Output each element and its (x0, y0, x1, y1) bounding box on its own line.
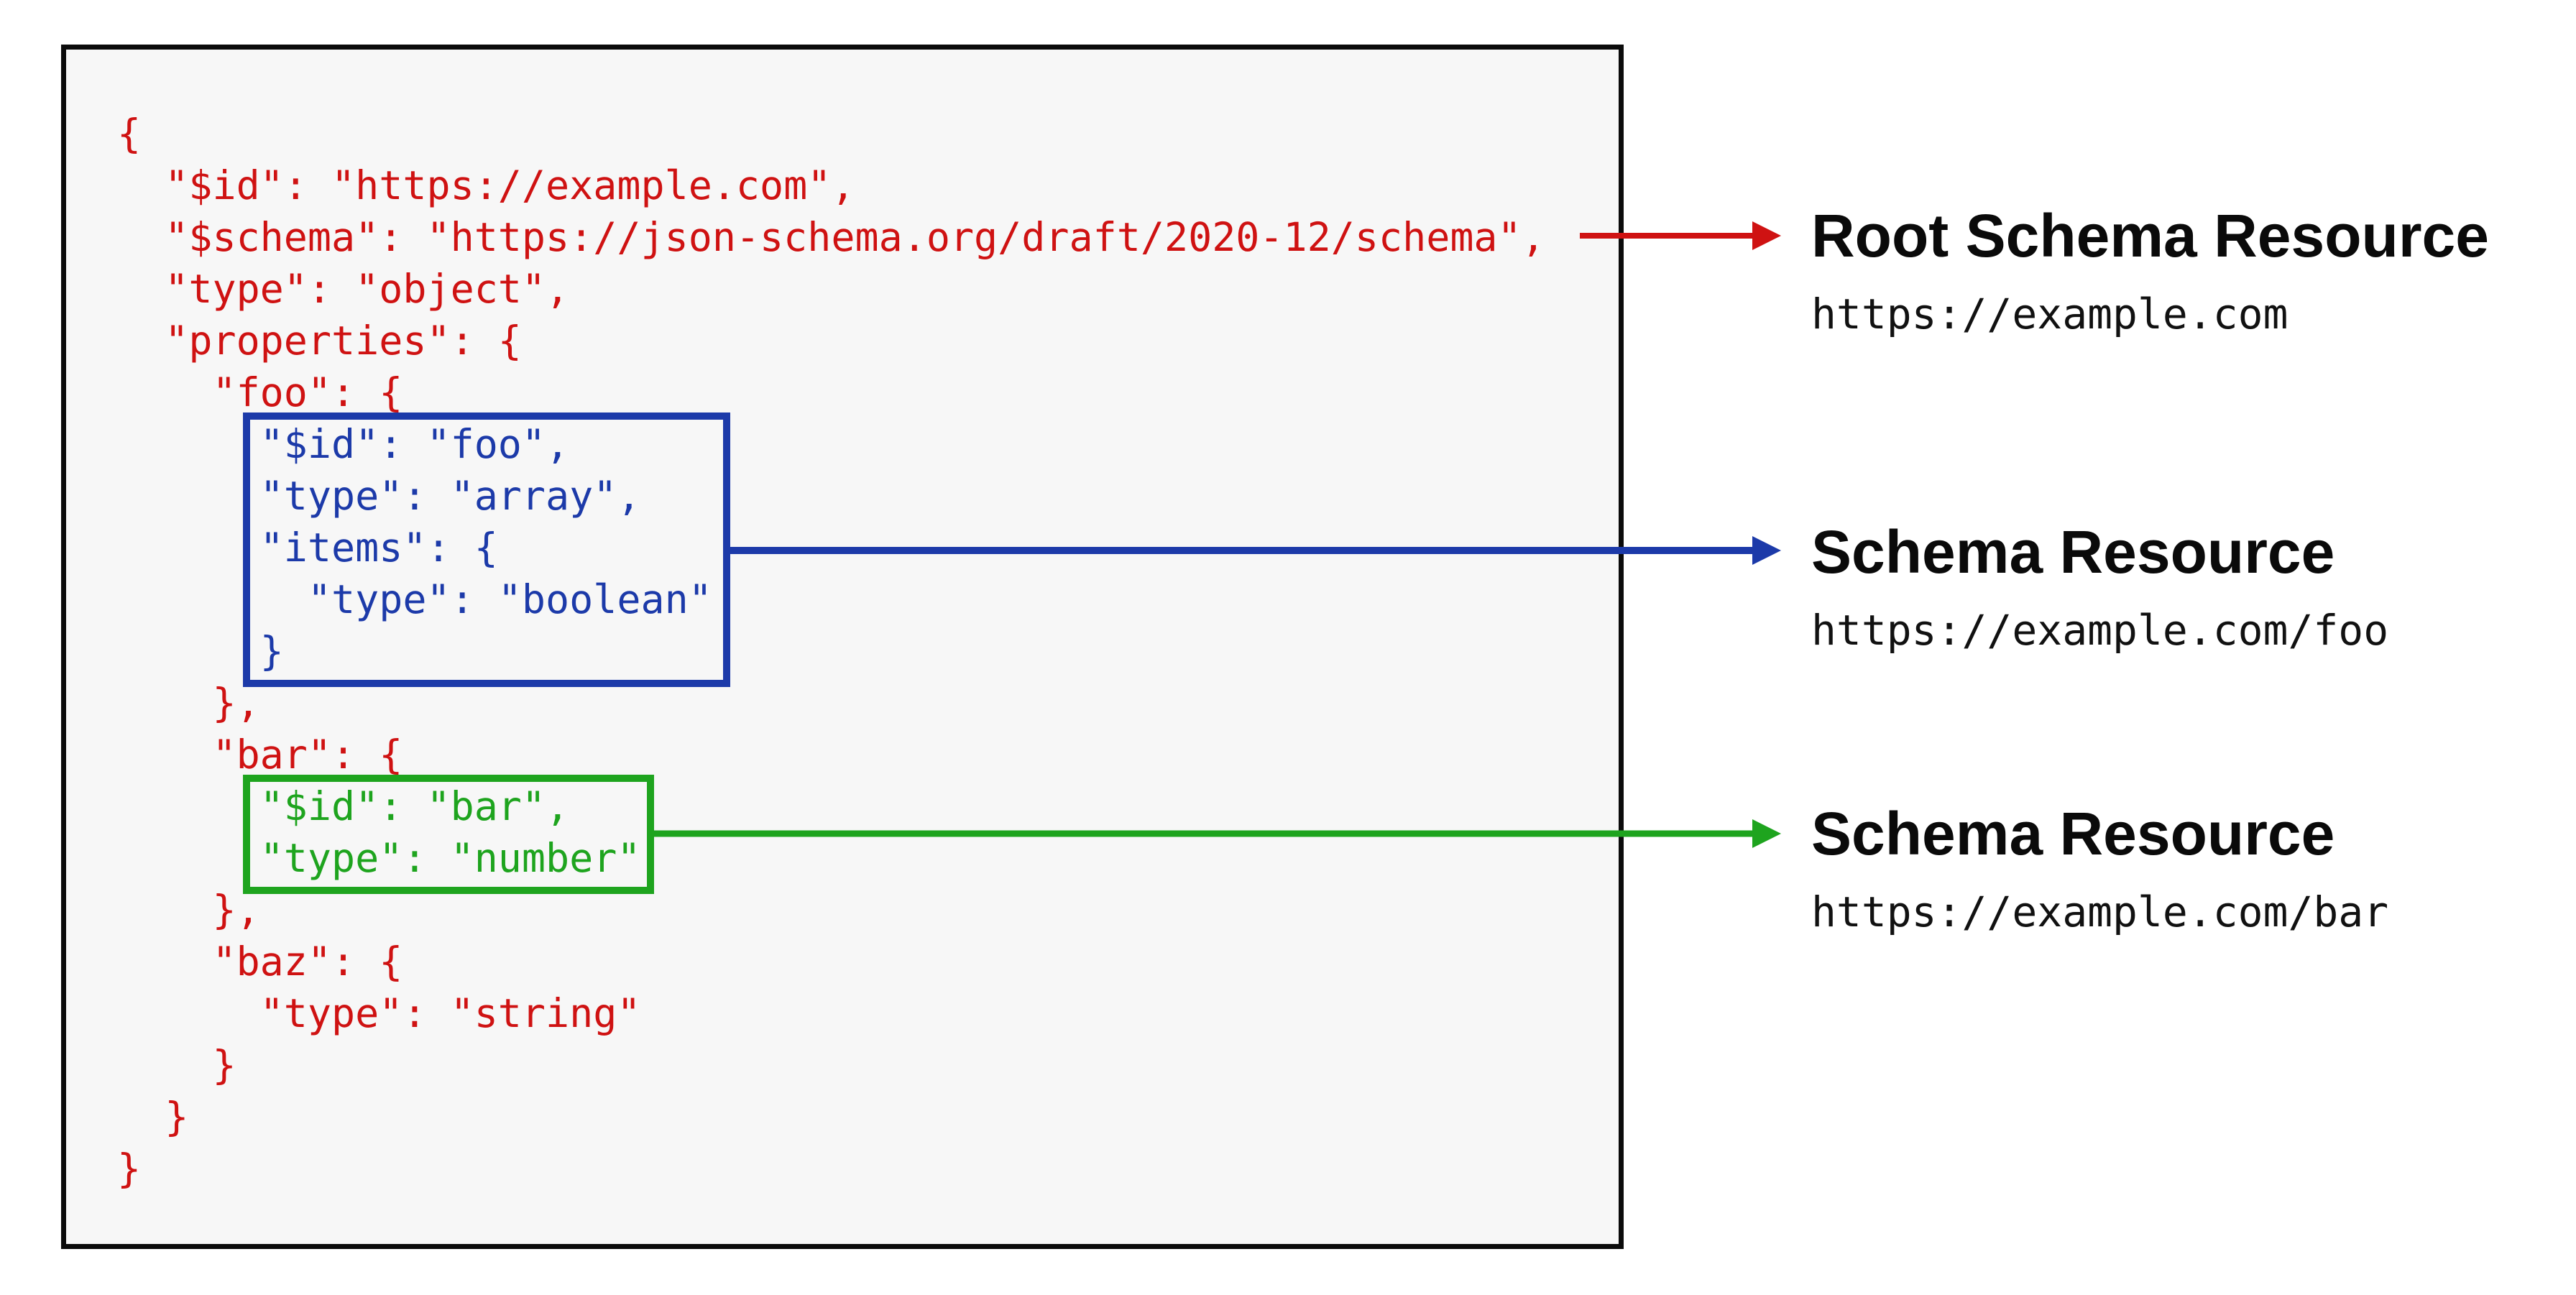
code-line: "$schema": "https://json-schema.org/draf… (117, 214, 1545, 260)
code-line: "$id": "https://example.com", (117, 162, 855, 208)
annotation-root-schema-resource: Root Schema Resource https://example.com (1811, 205, 2489, 338)
code-line: "baz": { (117, 939, 403, 985)
code-line: { (117, 111, 142, 157)
code-line: "properties": { (117, 318, 522, 364)
bar-schema-resource-outline (243, 775, 654, 894)
code-line: "bar": { (117, 732, 403, 778)
code-line: "items": { (117, 525, 498, 571)
foo-schema-arrowhead (1752, 536, 1781, 565)
code-line: } (117, 1146, 142, 1192)
annotation-foo-schema-resource: Schema Resource https://example.com/foo (1811, 521, 2388, 655)
code-line: "type": "object", (117, 266, 570, 312)
annotation-url: https://example.com (1811, 290, 2288, 338)
code-line: }, (117, 887, 260, 933)
annotation-title: Schema Resource (1811, 800, 2335, 867)
annotation-url: https://example.com/bar (1811, 888, 2389, 936)
annotation-url: https://example.com/foo (1811, 606, 2389, 655)
code-line: "type": "number" (117, 835, 641, 881)
code-line: "$id": "bar", (117, 783, 570, 829)
root-schema-arrowhead (1752, 221, 1781, 250)
code-line: } (117, 1094, 189, 1140)
annotation-title: Schema Resource (1811, 518, 2335, 586)
schema-code: { "$id": "https://example.com", "$schema… (117, 108, 1545, 1194)
code-line: } (117, 628, 284, 674)
bar-schema-arrowhead (1752, 819, 1781, 848)
code-line: "type": "boolean" (117, 576, 712, 622)
code-line: "type": "array", (117, 473, 641, 519)
foo-schema-resource-outline (243, 413, 730, 687)
code-line: "$id": "foo", (117, 421, 570, 467)
code-line: } (117, 1042, 236, 1088)
code-line: "type": "string" (117, 990, 641, 1036)
code-line: }, (117, 680, 260, 726)
annotation-title: Root Schema Resource (1811, 202, 2489, 269)
schema-code-panel (61, 45, 1624, 1249)
code-line: "foo": { (117, 369, 403, 415)
annotation-bar-schema-resource: Schema Resource https://example.com/bar (1811, 803, 2388, 936)
